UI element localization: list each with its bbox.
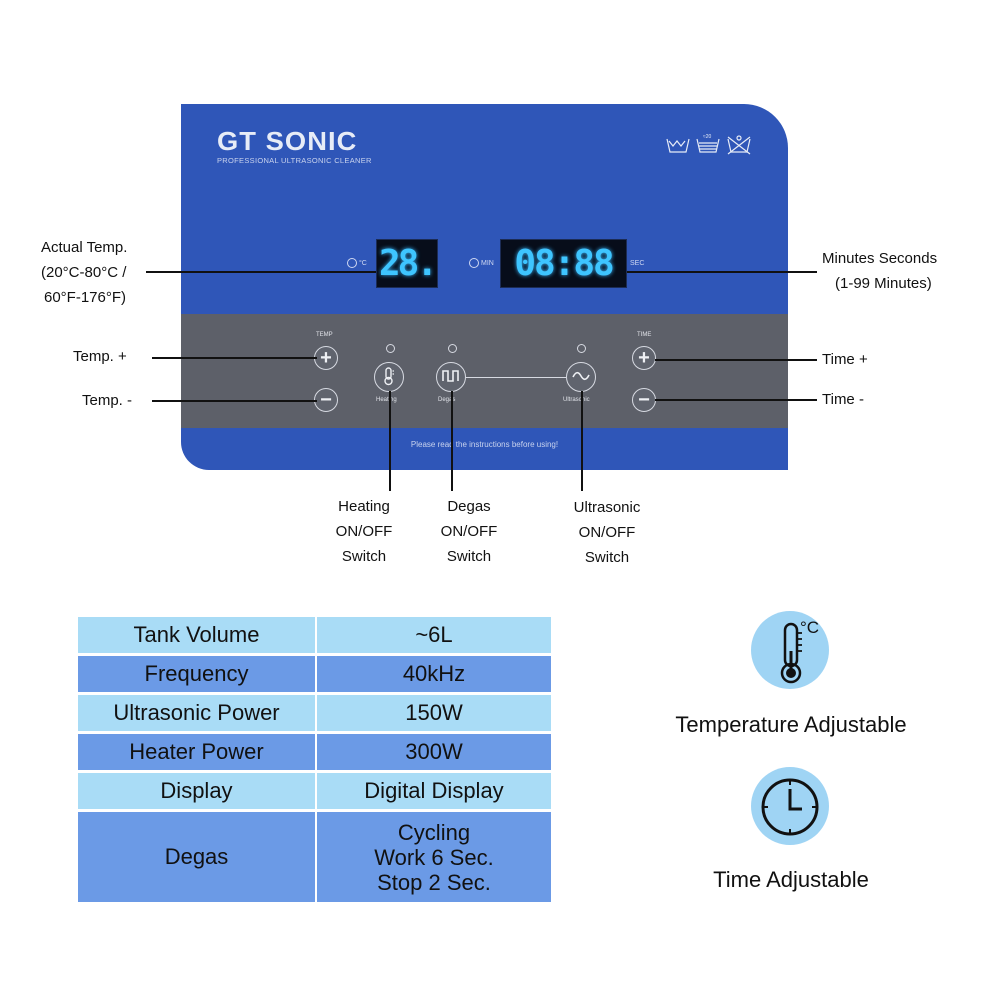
clock-icon bbox=[761, 778, 819, 836]
clock-small-icon bbox=[469, 258, 479, 268]
degas-value-line-3: Stop 2 Sec. bbox=[377, 869, 491, 895]
degas-button[interactable] bbox=[436, 362, 466, 392]
temp-plus-button[interactable]: + bbox=[314, 346, 338, 370]
minutes-seconds-line-2: (1-99 Minutes) bbox=[835, 275, 932, 292]
temp-section-label: TEMP bbox=[316, 332, 333, 338]
minutes-seconds-line-1: Minutes Seconds bbox=[822, 250, 938, 267]
heating-callout-line-2: ON/OFF bbox=[335, 523, 393, 540]
temp-minus-callout: Temp. - bbox=[82, 392, 133, 409]
degas-callout-line-2: ON/OFF bbox=[440, 523, 498, 540]
degas-led bbox=[448, 344, 457, 353]
heating-callout-line-1: Heating bbox=[338, 498, 390, 515]
function-connector-line bbox=[466, 377, 566, 378]
spec-name: Tank Volume bbox=[78, 617, 315, 653]
time-plus-leader bbox=[655, 359, 817, 361]
time-feature-icon bbox=[751, 767, 829, 845]
spec-value: Digital Display bbox=[317, 773, 551, 809]
thermometer-icon: °C bbox=[780, 618, 819, 684]
table-row: Ultrasonic Power 150W bbox=[78, 695, 551, 731]
spec-table: Tank Volume ~6L Frequency 40kHz Ultrason… bbox=[76, 614, 553, 905]
ultrasonic-callout: Ultrasonic ON/OFF Switch bbox=[562, 495, 652, 570]
actual-temp-callout: Actual Temp. (20°C-80°C / 60°F-176°F) bbox=[41, 235, 127, 310]
table-row: Tank Volume ~6L bbox=[78, 617, 551, 653]
table-row: Display Digital Display bbox=[78, 773, 551, 809]
spec-value: 300W bbox=[317, 734, 551, 770]
brand-logo: GT SONIC bbox=[217, 126, 358, 156]
table-row: Degas Cycling Work 6 Sec. Stop 2 Sec. bbox=[78, 812, 551, 902]
no-wash-icon bbox=[727, 135, 751, 155]
heating-button[interactable] bbox=[374, 362, 404, 392]
square-wave-icon bbox=[442, 370, 459, 382]
temp-minus-button[interactable]: − bbox=[314, 388, 338, 412]
svg-text:≈20: ≈20 bbox=[703, 134, 712, 140]
heating-callout: Heating ON/OFF Switch bbox=[332, 494, 396, 569]
spec-value: ~6L bbox=[317, 617, 551, 653]
spec-value: 150W bbox=[317, 695, 551, 731]
time-display: 08:88 bbox=[500, 239, 627, 288]
heating-led bbox=[386, 344, 395, 353]
temp-plus-leader bbox=[152, 357, 317, 359]
time-unit-indicator: MIN bbox=[469, 258, 494, 268]
actual-temp-line-1: Actual Temp. bbox=[41, 239, 128, 256]
heating-label: Heating bbox=[376, 397, 397, 403]
temp-plus-callout: Temp. + bbox=[73, 348, 127, 365]
degas-value-line-2: Work 6 Sec. bbox=[374, 844, 494, 870]
degas-callout-line-3: Switch bbox=[446, 548, 492, 565]
thermometer-icon bbox=[384, 367, 394, 386]
actual-temp-leader bbox=[146, 271, 376, 273]
notice-text: Please read the instructions before usin… bbox=[410, 440, 559, 449]
ultrasonic-led bbox=[577, 344, 586, 353]
brand-subtitle: PROFESSIONAL ULTRASONIC CLEANER bbox=[217, 156, 372, 165]
minutes-seconds-callout: Minutes Seconds (1-99 Minutes) bbox=[822, 246, 937, 296]
spec-name: Frequency bbox=[78, 656, 315, 692]
time-adjustable-label: Time Adjustable bbox=[713, 867, 869, 892]
wash-icon bbox=[666, 138, 690, 153]
time-minus-button[interactable]: − bbox=[632, 388, 656, 412]
spec-name: Display bbox=[78, 773, 315, 809]
time-minus-callout: Time - bbox=[822, 391, 864, 408]
minutes-seconds-leader bbox=[627, 271, 817, 273]
degas-value-line-1: Cycling bbox=[397, 819, 471, 845]
ultrasonic-button[interactable] bbox=[566, 362, 596, 392]
temperature-adjustable-label: Temperature Adjustable bbox=[675, 712, 907, 737]
temp-unit-indicator: °C bbox=[347, 258, 367, 268]
control-strip: TEMP TIME + − + − Heating Dega bbox=[181, 314, 788, 428]
actual-temp-line-2: (20°C-80°C / bbox=[41, 264, 127, 281]
table-row: Heater Power 300W bbox=[78, 734, 551, 770]
spec-name: Degas bbox=[78, 812, 315, 902]
ultrasonic-callout-line-3: Switch bbox=[584, 549, 630, 566]
sine-wave-icon bbox=[572, 371, 590, 381]
table-row: Frequency 40kHz bbox=[78, 656, 551, 692]
ultrasonic-label: Ultrasonic bbox=[563, 397, 590, 403]
time-section-label: TIME bbox=[637, 332, 652, 338]
actual-temp-line-3: 60°F-176°F) bbox=[44, 289, 127, 306]
care-icons: ≈20 bbox=[666, 134, 751, 155]
spec-value: Cycling Work 6 Sec. Stop 2 Sec. bbox=[317, 812, 551, 902]
spec-value: 40kHz bbox=[317, 656, 551, 692]
temp-unit-mark: °C bbox=[800, 618, 819, 637]
degas-callout-line-1: Degas bbox=[447, 498, 491, 515]
temperature-feature-icon: °C bbox=[751, 611, 829, 689]
temp-unit-label: °C bbox=[359, 259, 367, 267]
degas-label: Degas bbox=[438, 397, 456, 403]
ultrasonic-callout-line-2: ON/OFF bbox=[578, 524, 636, 541]
thermometer-small-icon bbox=[347, 258, 357, 268]
degas-leader bbox=[451, 391, 453, 491]
spec-name: Ultrasonic Power bbox=[78, 695, 315, 731]
wash-temp-icon: ≈20 bbox=[696, 134, 720, 153]
sec-unit-label: SEC bbox=[630, 260, 645, 267]
temperature-display: 28. bbox=[376, 239, 438, 288]
ultrasonic-callout-line-1: Ultrasonic bbox=[573, 499, 641, 516]
degas-callout: Degas ON/OFF Switch bbox=[437, 494, 501, 569]
heating-leader bbox=[389, 391, 391, 491]
spec-name: Heater Power bbox=[78, 734, 315, 770]
temp-minus-leader bbox=[152, 400, 317, 402]
control-panel: GT SONIC PROFESSIONAL ULTRASONIC CLEANER… bbox=[181, 104, 788, 470]
ultrasonic-leader bbox=[581, 391, 583, 491]
time-plus-callout: Time + bbox=[822, 351, 868, 368]
time-minus-leader bbox=[655, 399, 817, 401]
time-plus-button[interactable]: + bbox=[632, 346, 656, 370]
time-unit-label: MIN bbox=[481, 259, 494, 267]
heating-callout-line-3: Switch bbox=[341, 548, 387, 565]
